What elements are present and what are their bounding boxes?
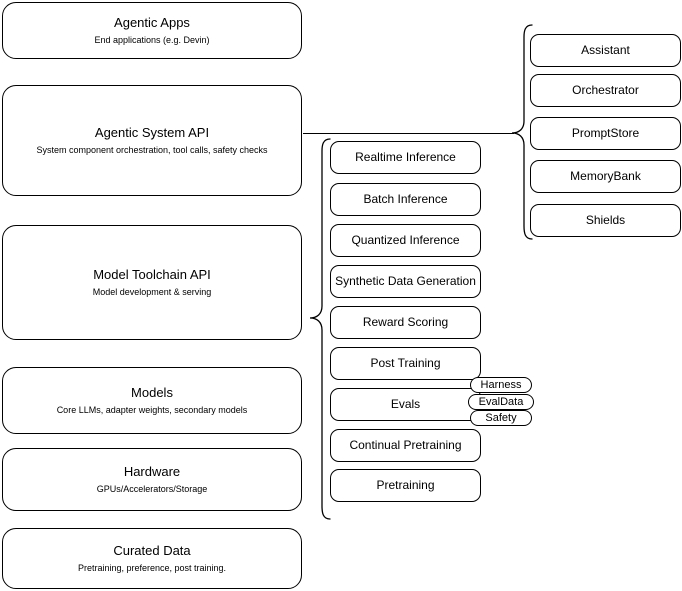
toolchain-item-reward-scoring[interactable]: Reward Scoring <box>330 306 481 339</box>
toolchain-item-pretraining[interactable]: Pretraining <box>330 469 481 502</box>
layer-subtitle: Model development & serving <box>92 287 212 297</box>
connector-line-system-api <box>303 133 514 134</box>
system-item-memorybank[interactable]: MemoryBank <box>530 160 681 193</box>
layer-title: Models <box>131 385 173 400</box>
layer-box-curated-data[interactable]: Curated Data Pretraining, preference, po… <box>2 528 302 589</box>
system-item-orchestrator[interactable]: Orchestrator <box>530 74 681 107</box>
layer-subtitle: Core LLMs, adapter weights, secondary mo… <box>56 405 248 415</box>
item-label: Assistant <box>581 43 630 57</box>
brace-system <box>510 24 534 240</box>
toolchain-item-batch-inference[interactable]: Batch Inference <box>330 183 481 216</box>
item-label: PromptStore <box>571 126 640 140</box>
eval-pill-harness[interactable]: Harness <box>470 377 532 393</box>
item-label: Batch Inference <box>363 192 448 206</box>
toolchain-item-evals[interactable]: Evals <box>330 388 481 421</box>
pill-label: Safety <box>485 411 517 424</box>
layer-title: Model Toolchain API <box>93 267 211 282</box>
layer-subtitle: GPUs/Accelerators/Storage <box>96 484 208 494</box>
system-item-shields[interactable]: Shields <box>530 204 681 237</box>
layer-title: Agentic System API <box>94 125 210 140</box>
layer-title: Curated Data <box>113 543 191 558</box>
layer-title: Agentic Apps <box>114 15 190 30</box>
item-label: MemoryBank <box>570 169 641 183</box>
item-label: Realtime Inference <box>355 150 456 164</box>
item-label: Continual Pretraining <box>349 438 462 452</box>
eval-pill-evaldata[interactable]: EvalData <box>468 394 534 410</box>
toolchain-item-continual-pretraining[interactable]: Continual Pretraining <box>330 429 481 462</box>
layer-subtitle: System component orchestration, tool cal… <box>36 145 268 155</box>
item-label: Orchestrator <box>572 83 639 97</box>
layer-subtitle: End applications (e.g. Devin) <box>94 35 210 45</box>
layer-box-model-toolchain-api[interactable]: Model Toolchain API Model development & … <box>2 225 302 340</box>
pill-label: Harness <box>480 378 522 391</box>
item-label: Pretraining <box>376 478 435 492</box>
item-label: Quantized Inference <box>351 233 460 247</box>
system-item-promptstore[interactable]: PromptStore <box>530 117 681 150</box>
toolchain-item-post-training[interactable]: Post Training <box>330 347 481 380</box>
eval-pill-safety[interactable]: Safety <box>470 410 532 426</box>
item-label: Synthetic Data Generation <box>335 274 476 288</box>
layer-box-models[interactable]: Models Core LLMs, adapter weights, secon… <box>2 367 302 434</box>
system-item-assistant[interactable]: Assistant <box>530 34 681 67</box>
layer-box-agentic-apps[interactable]: Agentic Apps End applications (e.g. Devi… <box>2 2 302 59</box>
pill-label: EvalData <box>478 395 524 408</box>
brace-toolchain <box>308 138 332 520</box>
layer-box-agentic-system-api[interactable]: Agentic System API System component orch… <box>2 85 302 196</box>
layer-subtitle: Pretraining, preference, post training. <box>77 563 227 573</box>
toolchain-item-synthetic-data-generation[interactable]: Synthetic Data Generation <box>330 265 481 298</box>
toolchain-item-realtime-inference[interactable]: Realtime Inference <box>330 141 481 174</box>
item-label: Post Training <box>370 356 441 370</box>
layer-box-hardware[interactable]: Hardware GPUs/Accelerators/Storage <box>2 448 302 511</box>
item-label: Evals <box>390 397 421 411</box>
item-label: Reward Scoring <box>362 315 449 329</box>
toolchain-item-quantized-inference[interactable]: Quantized Inference <box>330 224 481 257</box>
layer-title: Hardware <box>123 464 181 479</box>
item-label: Shields <box>585 213 626 227</box>
